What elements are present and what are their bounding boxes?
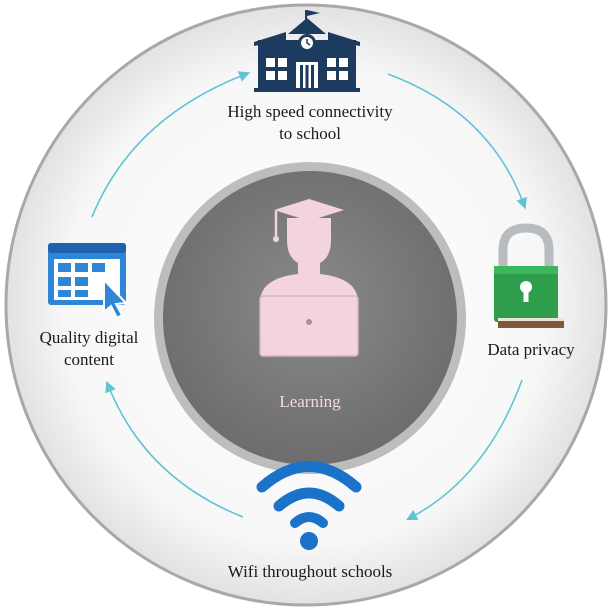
cycle-arrows [91,71,527,521]
label-high-speed-connectivity: High speed connectivity to school [190,101,430,145]
wifi-icon [256,461,362,550]
center-label-learning: Learning [279,392,341,411]
label-top-line1: High speed connectivity [227,102,393,121]
label-bottom-line1: Wifi throughout schools [227,562,393,581]
label-left-line1: Quality digital [39,328,139,347]
label-wifi-throughout-schools: Wifi throughout schools [190,561,430,583]
student-laptop-icon [259,199,359,357]
school-building-icon [254,10,360,92]
label-quality-digital-content: Quality digital content [14,327,164,371]
arrow-left-to-top [91,71,251,218]
label-right-line1: Data privacy [487,340,575,359]
arrow-bottom-to-left [105,380,244,518]
arrow-top-to-right [387,73,527,210]
label-data-privacy: Data privacy [462,339,600,361]
label-left-line2: content [63,350,115,369]
label-top-line2: to school [279,124,341,143]
arrow-right-to-bottom [406,379,523,521]
padlock-icon [494,223,564,328]
digital-content-screen-icon [48,243,129,320]
